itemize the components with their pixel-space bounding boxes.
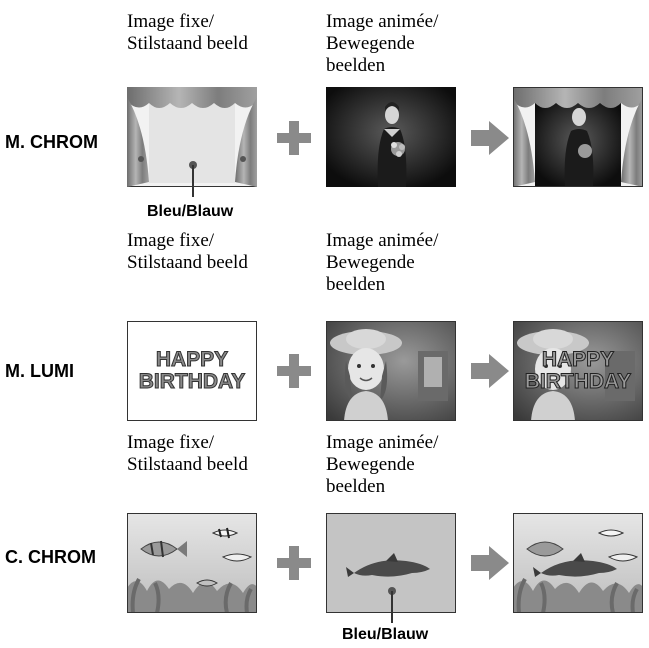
moving-image-woman — [326, 87, 456, 187]
still-caption: Image fixe/ Stilstaand beeld — [127, 11, 248, 54]
still-image-happy-birthday: HAPPY BIRTHDAY — [127, 321, 257, 421]
still-text-line-2: BIRTHDAY — [138, 370, 246, 393]
result-overlay-text: HAPPY BIRTHDAY — [513, 321, 643, 421]
result-text-line-1: HAPPY — [541, 348, 615, 371]
moving-caption: Image animée/ Bewegende beelden — [326, 432, 439, 497]
mode-label: M. CHROM — [5, 132, 98, 152]
result-image-dolphin-in-aquarium — [513, 513, 643, 613]
plus-icon — [277, 546, 311, 580]
still-text-line-1: HAPPY — [155, 348, 229, 371]
result-image-girl-with-title: HAPPY BIRTHDAY — [513, 321, 643, 421]
mode-label: M. LUMI — [5, 361, 74, 381]
result-text-line-2: BIRTHDAY — [524, 370, 632, 393]
mode-label: C. CHROM — [5, 547, 96, 567]
plus-icon — [277, 121, 311, 155]
arrow-right-icon — [471, 121, 509, 155]
arrow-right-icon — [471, 546, 509, 580]
arrow-right-icon — [471, 354, 509, 388]
result-background — [513, 321, 643, 421]
plus-icon — [277, 354, 311, 388]
still-image-aquarium — [127, 513, 257, 613]
moving-caption: Image animée/ Bewegende beelden — [326, 230, 439, 295]
moving-caption: Image animée/ Bewegende beelden — [326, 11, 439, 76]
moving-image-girl-with-hat — [326, 321, 456, 421]
key-color-label: Bleu/Blauw — [147, 203, 234, 220]
result-image-woman-on-stage — [513, 87, 643, 187]
still-caption: Image fixe/ Stilstaand beeld — [127, 432, 248, 475]
key-color-pointer — [192, 165, 194, 197]
key-color-pointer — [391, 591, 393, 623]
still-caption: Image fixe/ Stilstaand beeld — [127, 230, 248, 273]
key-color-label: Bleu/Blauw — [342, 626, 429, 643]
